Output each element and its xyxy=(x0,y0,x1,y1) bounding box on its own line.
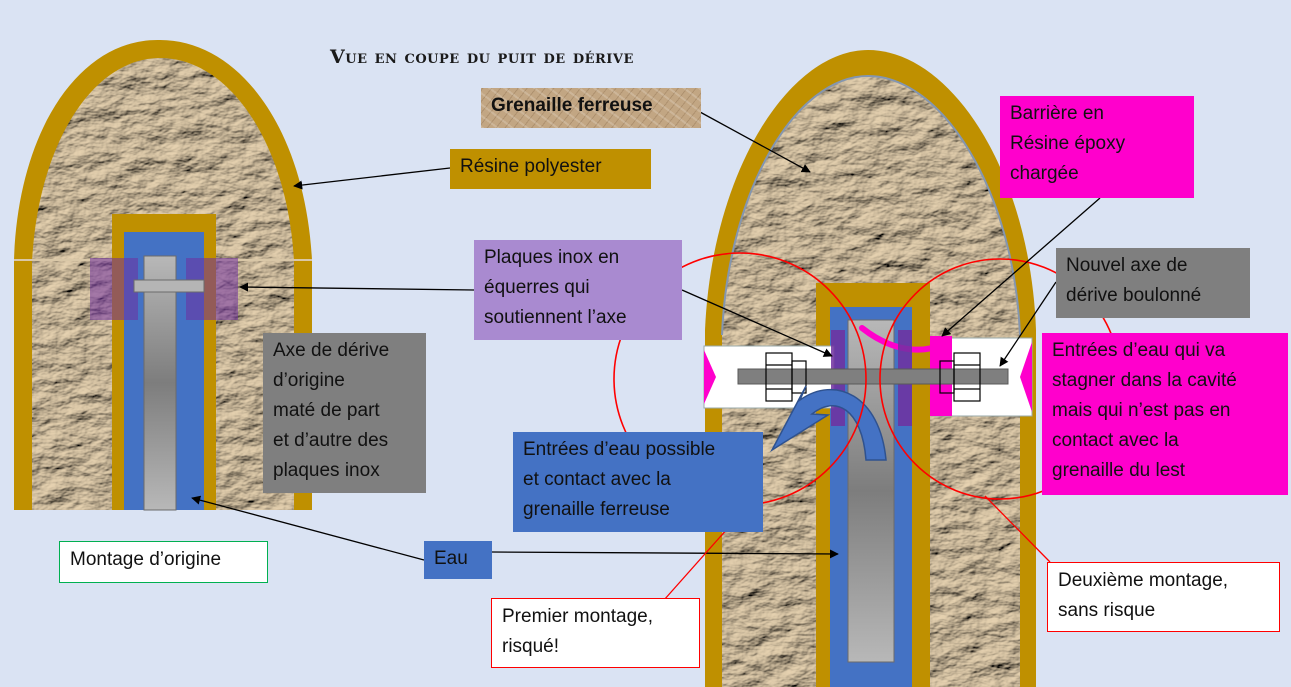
right-axe-boulonne xyxy=(737,368,1009,385)
diagram-title: Vue en coupe du puit de dérive xyxy=(330,46,634,68)
leader-deuxieme xyxy=(984,495,1051,563)
left-hull xyxy=(14,39,312,511)
label-barriere-epoxy: Barrière en Résine époxy chargée xyxy=(1000,96,1194,198)
label-montage-origine: Montage d’origine xyxy=(59,541,268,583)
label-eau: Eau xyxy=(424,541,492,579)
leader-resine xyxy=(293,167,451,190)
water-inflow-arrow xyxy=(770,385,887,461)
right-bolt-left xyxy=(765,352,807,402)
label-entrees-cavite: Entrées d’eau qui va stagner dans la cav… xyxy=(1042,333,1288,495)
left-axe-origine xyxy=(133,279,205,293)
leader-barriere xyxy=(941,197,1101,337)
leader-grenaille xyxy=(699,111,811,173)
left-daggerboard xyxy=(143,255,177,511)
label-resine-polyester: Résine polyester xyxy=(450,149,651,189)
right-bolt-right xyxy=(939,352,981,402)
left-plate-inox-left xyxy=(90,258,138,320)
label-entrees-possible: Entrées d’eau possible et contact avec l… xyxy=(513,432,763,532)
label-premier-montage: Premier montage, risqué! xyxy=(491,598,700,668)
label-plaques-inox: Plaques inox en équerres qui soutiennent… xyxy=(474,240,682,340)
label-nouvel-axe: Nouvel axe de dérive boulonné xyxy=(1056,248,1250,318)
leader-eau-left xyxy=(191,495,425,561)
right-epoxy-barrier-line xyxy=(721,74,1021,336)
leader-plaques-right xyxy=(681,289,833,357)
right-magenta-wedge-left xyxy=(704,350,716,404)
label-axe-origine: Axe de dérive d’origine maté de part et … xyxy=(263,333,426,493)
leader-plaques-left xyxy=(239,282,475,292)
leader-eau-right xyxy=(491,549,839,559)
leader-lines xyxy=(191,111,1101,561)
label-deuxieme-montage: Deuxième montage, sans risque xyxy=(1047,562,1280,632)
right-hull xyxy=(703,50,1036,687)
right-magenta-wedge-right xyxy=(1020,342,1032,412)
leader-nouvel-axe xyxy=(999,281,1057,367)
label-grenaille-ferreuse: Grenaille ferreuse xyxy=(481,88,701,128)
